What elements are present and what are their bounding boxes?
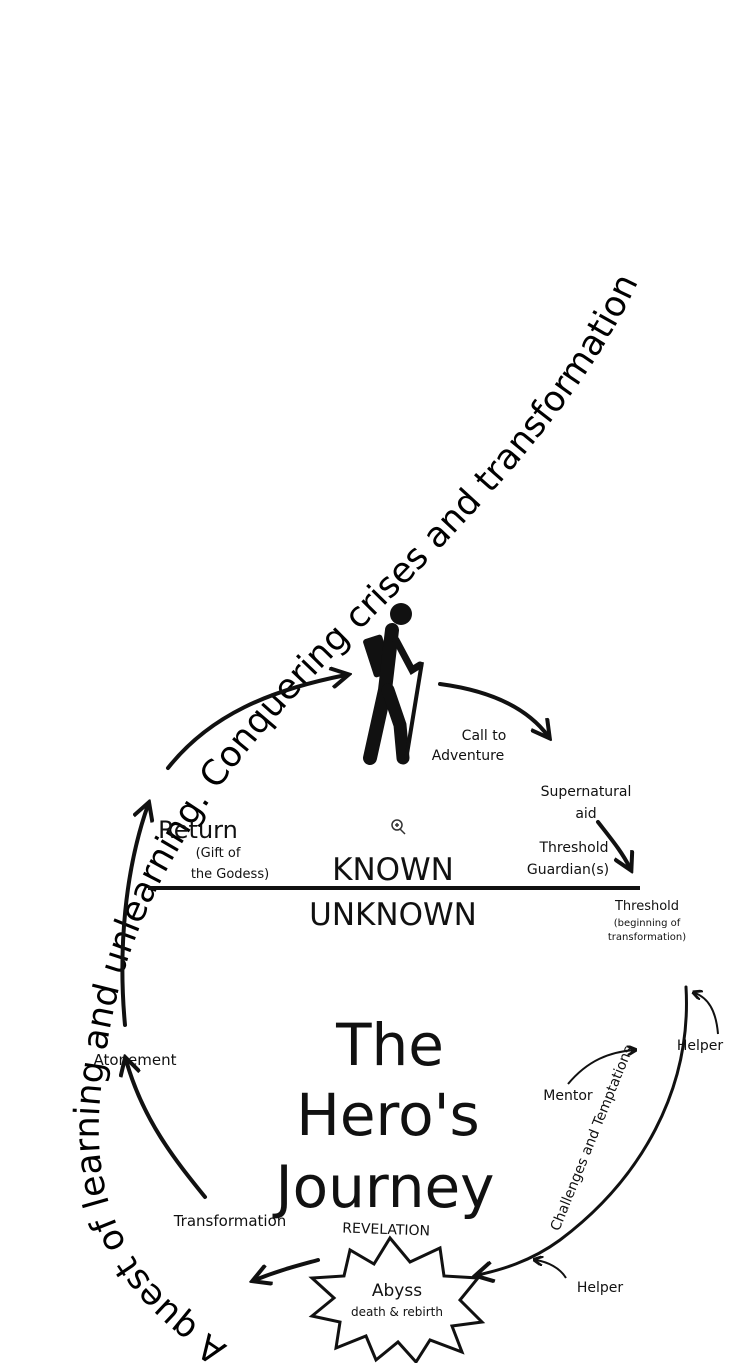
threshold-label-2: (beginning of <box>614 918 681 929</box>
arc-transformation-to-atonement <box>126 1060 207 1199</box>
arc-return-to-hero <box>166 675 346 770</box>
gift-label-2: the Godess) <box>191 867 269 882</box>
arc-atonement-to-return <box>120 805 148 1027</box>
arc-to-threshold <box>596 820 630 868</box>
abyss-subtitle: death & rebirth <box>351 1305 443 1319</box>
abyss-label: Abyss <box>372 1281 422 1301</box>
unknown-label: UNKNOWN <box>309 897 477 933</box>
supernatural-label-1: Supernatural <box>541 784 632 800</box>
mentor-arrow <box>567 1050 634 1085</box>
abyss-starburst <box>308 1235 486 1363</box>
transformation-label: Transformation <box>173 1212 287 1230</box>
hiker-icon <box>363 603 424 765</box>
revelation-label: REVELATION <box>342 1220 430 1239</box>
title-line-3: Journey <box>273 1153 495 1221</box>
title-line-1: The <box>335 1011 444 1079</box>
challenges-label: Challenges and Temptations <box>548 1044 637 1234</box>
arc-revelation-to-transformation <box>255 1258 320 1280</box>
call-label-1: Call to <box>462 728 507 744</box>
supernatural-label-2: aid <box>575 806 596 822</box>
known-label: KNOWN <box>332 852 454 888</box>
call-label-2: Adventure <box>432 748 504 764</box>
helper-bottom-label: Helper <box>577 1280 624 1296</box>
guardian-label-2: Guardian(s) <box>527 862 609 878</box>
helper-bottom-arrow <box>536 1260 567 1279</box>
arc-call-to-adventure <box>438 682 548 736</box>
helper-arrows <box>536 993 719 1279</box>
journey-cycle-arcs <box>120 675 688 1280</box>
title-line-2: Hero's <box>296 1081 480 1149</box>
threshold-label-1: Threshold <box>614 899 679 914</box>
zoom-icon <box>391 819 406 835</box>
helper-top-arrow <box>695 993 719 1035</box>
threshold-label-3: transformation) <box>608 932 686 943</box>
gift-label-1: (Gift of <box>196 846 241 861</box>
return-label: Return <box>158 816 238 844</box>
helper-top-label: Helper <box>677 1038 724 1054</box>
guardian-label-1: Threshold <box>539 840 609 856</box>
mentor-label: Mentor <box>543 1088 593 1104</box>
arc-challenges <box>478 985 688 1275</box>
atonement-label: Atonement <box>93 1051 176 1069</box>
